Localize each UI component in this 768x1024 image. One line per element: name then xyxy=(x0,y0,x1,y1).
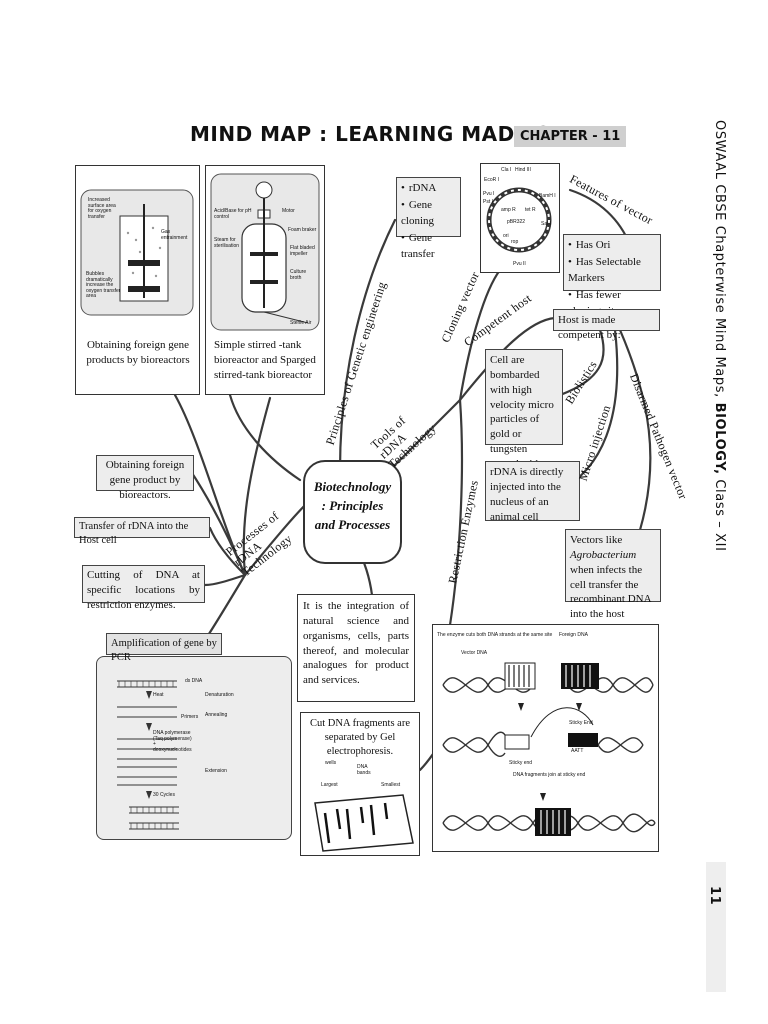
pcr-label: Denaturation xyxy=(205,692,234,698)
pcr-cycle-figure xyxy=(117,680,179,830)
restriction-figure-box: The enzyme cuts both DNA strands at the … xyxy=(432,624,659,852)
plasmid-label: Sal I xyxy=(541,221,552,227)
fig2-label: Foam braker xyxy=(288,227,317,233)
restriction-label: AATT xyxy=(571,748,584,754)
fig2-label: Acid/Base for pH control xyxy=(214,208,252,220)
central-node: Biotechnology : Principles and Processes xyxy=(303,460,402,564)
fig2-label: Steam for sterilisation xyxy=(214,237,240,249)
vector-prefix: Vectors like xyxy=(570,534,623,546)
fig1-label: Increased surface area for oxygen transf… xyxy=(88,197,116,220)
fig1-label: Bubbles dramatically increase the oxygen… xyxy=(86,271,121,299)
restriction-label: Sticky End xyxy=(569,720,593,726)
series-sidebar: OSWAAL CBSE Chapterwise Mind Maps, BIOLO… xyxy=(712,120,727,552)
plasmid-label: Pvu II xyxy=(513,261,526,267)
vector-features-list: Has Ori Has Selectable Markers Has fewer… xyxy=(563,234,661,317)
plasmid-label: EcoR I xyxy=(484,177,500,183)
biolistics-box: Cell are bombarded with high velocity mi… xyxy=(485,349,563,485)
pcr-label: Annealing xyxy=(205,712,228,718)
plasmid-label: rop xyxy=(511,239,519,245)
pcr-label: ds DNA xyxy=(185,678,203,684)
fig1-label: Gas entrainment xyxy=(161,229,188,241)
bioreactor-caption-1: Obtaining foreign gene products by biore… xyxy=(86,339,190,366)
bioreactor-box-2: Simple stirred -tank bioreactor and Spar… xyxy=(205,165,325,395)
chapter-badge: CHAPTER - 11 xyxy=(514,126,627,147)
definition-box: It is the integration of natural science… xyxy=(297,594,415,702)
bioreactor-caption-2: Simple stirred -tank bioreactor and Spar… xyxy=(214,339,316,381)
fig2-label: Flat bladed impeller xyxy=(290,245,315,257)
gel-label: Smallest xyxy=(381,782,401,788)
list-item: rDNA xyxy=(401,180,456,197)
fig2-label: Motor xyxy=(282,208,295,214)
restriction-label: Sticky end xyxy=(509,760,533,766)
restriction-label: Vector DNA xyxy=(461,650,488,656)
disarmed-vector-box: Vectors like Agrobacterium when infects … xyxy=(565,529,661,620)
restriction-label: DNA fragments join at sticky end xyxy=(513,772,586,778)
plasmid-label: Cla I xyxy=(501,167,512,173)
pcr-title: Amplification of gene by PCR xyxy=(106,633,222,663)
process-step-transfer: Transfer of rDNA into the Host cell xyxy=(74,517,210,546)
plasmid-label: Pvu I xyxy=(483,191,495,197)
restriction-cut-figure xyxy=(442,662,656,836)
plasmid-label: ori xyxy=(503,233,509,239)
list-item: Gene transfer xyxy=(401,230,456,263)
pcr-label: Primers xyxy=(181,714,199,720)
stirred-tank-figure xyxy=(210,173,320,331)
plasmid-label: BamH I xyxy=(539,193,556,199)
central-title: Biotechnology : Principles and Processes xyxy=(313,479,392,532)
genetic-engineering-list: rDNA Gene cloning Gene transfer xyxy=(396,177,461,260)
electrophoresis-caption: Cut DNA fragments are separated by Gel e… xyxy=(309,718,411,758)
pcr-label: 30 Cycles xyxy=(153,792,175,798)
process-step-bioreactors: Obtaining foreign gene product by biorea… xyxy=(96,455,194,501)
list-item: Has Ori xyxy=(568,237,656,254)
electrophoresis-box: Cut DNA fragments are separated by Gel e… xyxy=(300,712,420,856)
restriction-label: Foreign DNA xyxy=(559,632,588,638)
plasmid-label: Pst I xyxy=(483,199,494,205)
plasmid-label: pBR322 xyxy=(507,219,526,225)
plasmid-label: tet R xyxy=(525,207,536,213)
fig2-label: Culture broth xyxy=(290,269,307,281)
pcr-label: Extension xyxy=(205,768,227,774)
list-item: Has Selectable Markers xyxy=(568,254,656,287)
gel-label: Largest xyxy=(321,782,338,788)
host-competent-title: Host is made competent by: xyxy=(553,309,660,341)
gel-figure xyxy=(314,794,414,852)
subject-name: BIOLOGY, xyxy=(712,402,727,475)
page-number-tab xyxy=(706,862,726,992)
restriction-label: The enzyme cuts both DNA strands at the … xyxy=(437,632,553,638)
pbr322-plasmid-figure xyxy=(486,187,552,253)
bioreactor-box-1: Obtaining foreign gene products by biore… xyxy=(75,165,200,395)
pcr-label: Heat xyxy=(153,692,164,698)
plasmid-label: Hind III xyxy=(515,167,531,173)
plasmid-label: amp R xyxy=(501,207,516,213)
fig2-label: Sterile Air xyxy=(290,320,312,326)
list-item: Gene cloning xyxy=(401,197,456,230)
pcr-box: ds DNA Heat Denaturation Primers Anneali… xyxy=(96,656,292,840)
vector-suffix: when infects the cell transfer the recom… xyxy=(570,563,651,621)
process-step-cutting: Cutting of DNA at specific locations by … xyxy=(82,565,205,611)
gel-label: wells xyxy=(325,760,337,766)
page-number: 11 xyxy=(707,886,722,906)
plasmid-figure-box: Cla I Hind III EcoR I BamH I Pvu I Sal I… xyxy=(480,163,560,273)
class-name: Class – XII xyxy=(712,479,727,552)
microinjection-box: rDNA is directly injected into the nucle… xyxy=(485,461,580,523)
sparged-tank-figure xyxy=(80,189,194,316)
series-title: OSWAAL CBSE Chapterwise Mind Maps, xyxy=(712,120,727,398)
pcr-label: DNA polymerase (Taq polymerase) + deoxyn… xyxy=(153,730,192,753)
gel-label: DNA bands xyxy=(357,764,371,776)
vector-organism: Agrobacterium xyxy=(570,548,637,561)
